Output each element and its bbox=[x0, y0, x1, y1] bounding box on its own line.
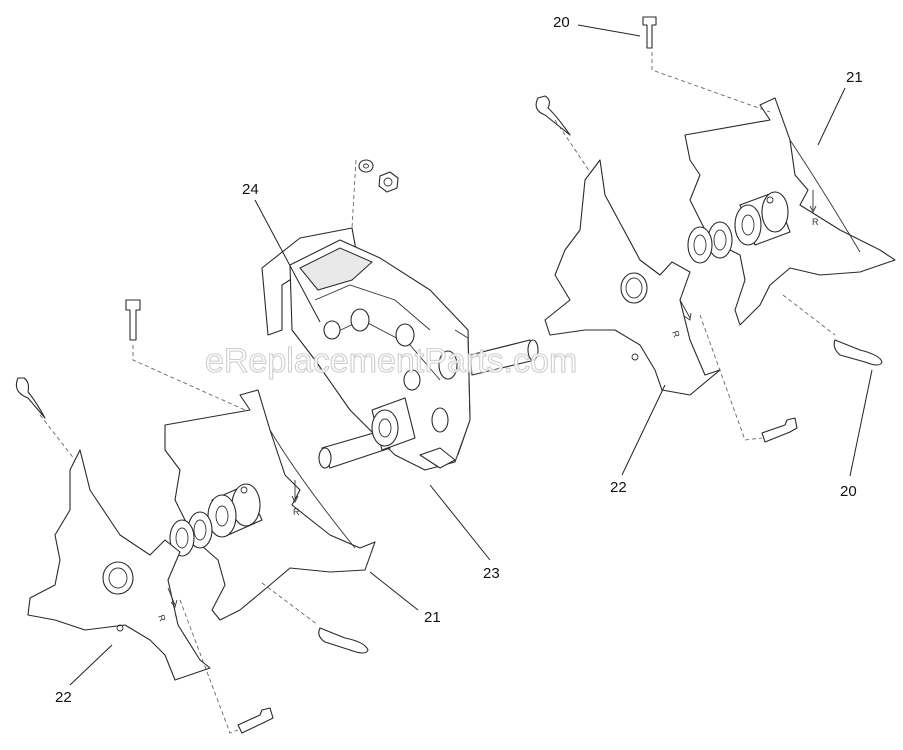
gearbox-housing bbox=[261, 227, 471, 471]
bolt-top-left bbox=[125, 299, 141, 341]
leader-22-right bbox=[621, 384, 666, 476]
callout-23: 23 bbox=[483, 565, 500, 582]
callout-20-right: 20 bbox=[840, 483, 857, 500]
washer-pair-right bbox=[687, 221, 733, 264]
tine-inner-right: R bbox=[544, 159, 721, 396]
hub-sleeve-left bbox=[207, 483, 263, 538]
leader-20-top bbox=[577, 24, 641, 37]
leader-21-top bbox=[817, 87, 846, 146]
hairpin-clip-left-bottom bbox=[318, 627, 369, 654]
hairpin-clip-left-top bbox=[15, 377, 46, 419]
hub-sleeve-right bbox=[734, 191, 791, 246]
tine-mark: R bbox=[156, 613, 168, 623]
callout-22-left: 22 bbox=[55, 689, 72, 706]
hex-nut bbox=[378, 171, 399, 193]
callout-21-bottom: 21 bbox=[424, 609, 441, 626]
bolt-bottom-left bbox=[237, 707, 274, 734]
washer-pair-left bbox=[169, 511, 213, 557]
tine-mark: R bbox=[293, 507, 300, 517]
tine-inner-left: R bbox=[27, 449, 211, 681]
leader-24 bbox=[254, 199, 321, 323]
leader-23 bbox=[429, 484, 491, 561]
leader-22-left bbox=[69, 644, 113, 686]
leader-21-bottom bbox=[369, 571, 419, 611]
tine-outer-right: R bbox=[684, 97, 896, 326]
hairpin-clip-right-bottom bbox=[833, 339, 883, 366]
tine-mark: R bbox=[812, 217, 819, 227]
callout-22-right: 22 bbox=[610, 479, 627, 496]
watermark: eReplacementParts.com bbox=[205, 342, 577, 380]
leader-20-right bbox=[849, 369, 873, 477]
washer bbox=[358, 159, 374, 173]
callout-20-top: 20 bbox=[553, 14, 570, 31]
tine-mark: R bbox=[670, 329, 682, 339]
hairpin-clip-right-top bbox=[535, 95, 571, 136]
bolt-top-right bbox=[642, 16, 657, 49]
callout-21-top: 21 bbox=[846, 69, 863, 86]
output-shaft bbox=[318, 339, 539, 469]
bolt-bottom-right bbox=[761, 417, 798, 443]
tine-outer-left: R bbox=[164, 389, 376, 621]
callout-24: 24 bbox=[242, 181, 259, 198]
